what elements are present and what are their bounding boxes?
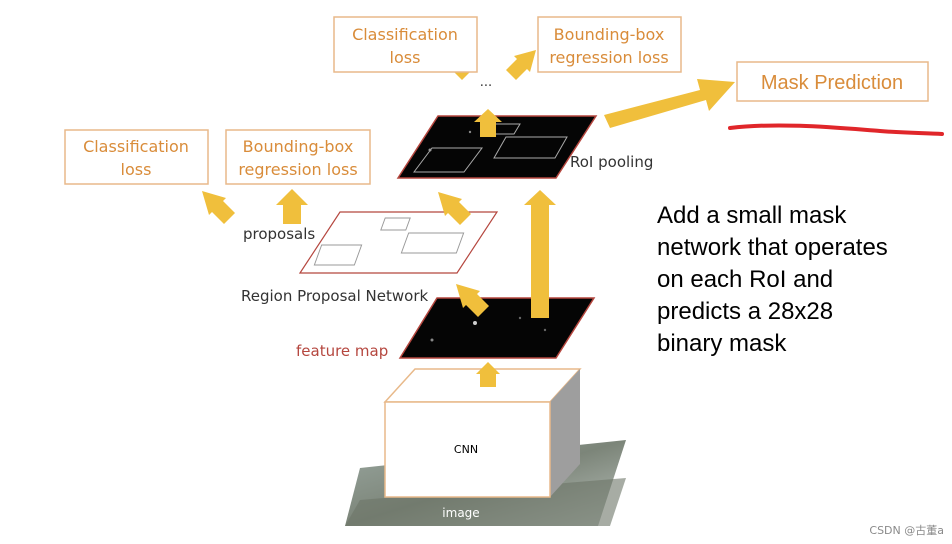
description-line: binary mask xyxy=(657,330,787,357)
arrow-feature-to-proposals xyxy=(456,284,489,317)
mask-prediction-label: Mask Prediction xyxy=(761,72,903,94)
top-classification-loss-box: Classification loss xyxy=(333,16,478,73)
proposals-plane xyxy=(298,211,499,274)
mask-prediction-box: Mask Prediction xyxy=(736,61,929,102)
description-line: Add a small mask xyxy=(657,202,847,229)
arrow-feature-to-roi xyxy=(524,190,556,318)
top-classification-line2: loss xyxy=(390,48,421,67)
cnn-block: CNN xyxy=(383,368,582,498)
roi-pooling-label: RoI pooling xyxy=(570,153,653,171)
rpn-classification-line1: Classification xyxy=(83,137,189,156)
description-line: on each RoI and xyxy=(657,266,834,293)
image-label: image xyxy=(442,506,479,520)
top-bbox-line1: Bounding-box xyxy=(554,25,665,44)
top-classification-line1: Classification xyxy=(352,25,458,44)
ellipsis: ... xyxy=(480,75,492,90)
description-line: network that operates xyxy=(657,234,888,261)
rpn-label: Region Proposal Network xyxy=(241,287,428,305)
rpn-classification-line2: loss xyxy=(121,160,152,179)
arrow-proposals-to-roi xyxy=(438,192,471,225)
cnn-label: CNN xyxy=(454,443,478,456)
arrow-rpn-to-bbox xyxy=(276,189,308,224)
arrow-top-to-bbox xyxy=(506,50,536,80)
top-bbox-line2: regression loss xyxy=(549,48,668,67)
arrow-cnn-to-feature xyxy=(476,362,500,387)
feature-map xyxy=(398,297,596,359)
proposals-label: proposals xyxy=(243,225,315,243)
rpn-bbox-line1: Bounding-box xyxy=(243,137,354,156)
roi-pooling-plane xyxy=(396,115,598,179)
description-line: predicts a 28x28 xyxy=(657,298,834,325)
arrow-rpn-to-classification xyxy=(202,191,235,224)
watermark: CSDN @古董a xyxy=(869,524,944,537)
description-text: Add a small mask network that operates o… xyxy=(657,200,947,360)
feature-map-label: feature map xyxy=(296,342,388,360)
top-bbox-loss-box: Bounding-box regression loss xyxy=(537,16,682,73)
red-underline xyxy=(728,123,944,136)
rpn-classification-loss-box: Classification loss xyxy=(64,129,209,185)
rpn-bbox-line2: regression loss xyxy=(238,160,357,179)
arrow-to-mask-prediction xyxy=(604,79,735,128)
arrow-roi-up xyxy=(474,109,502,137)
rpn-bbox-loss-box: Bounding-box regression loss xyxy=(225,129,371,185)
